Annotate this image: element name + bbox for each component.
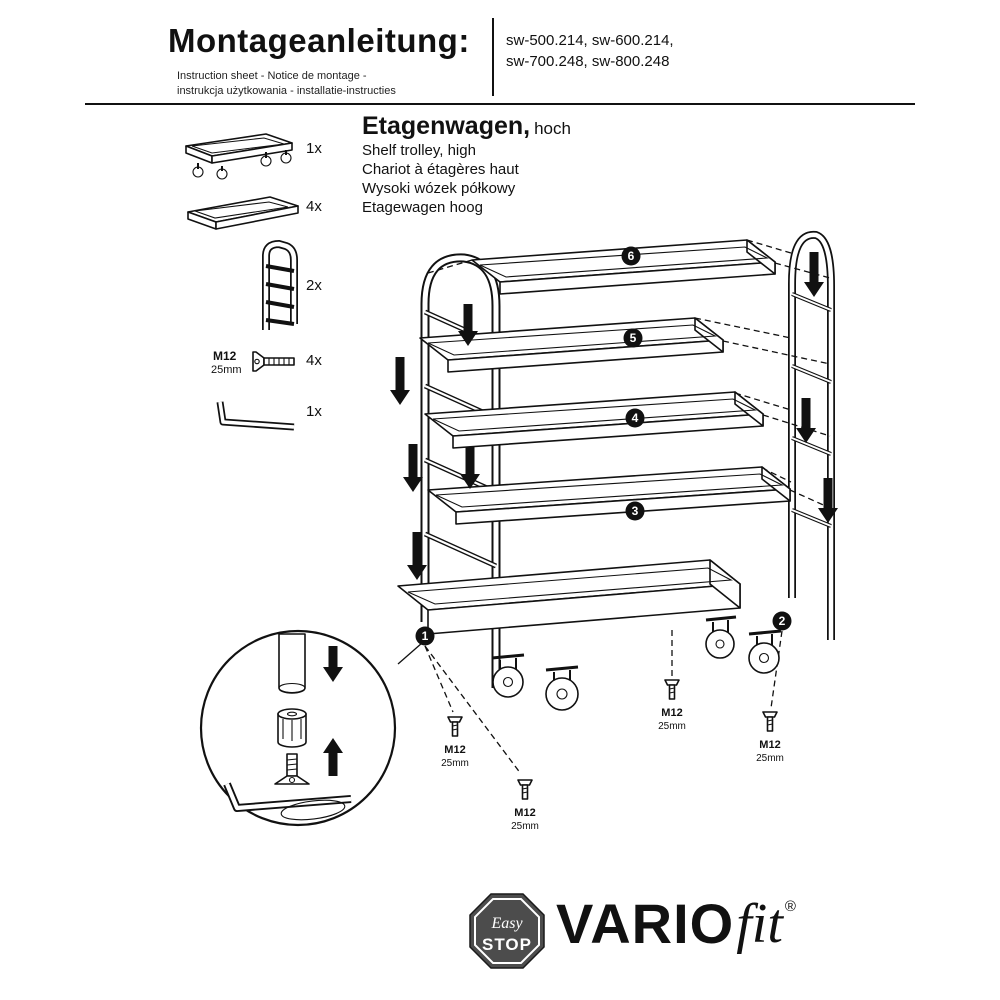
side-frame-icon — [262, 239, 298, 330]
part-qty-base-trolley: 1x — [306, 140, 322, 157]
variofit-italic: fit — [736, 893, 783, 955]
insertion-guides — [424, 239, 831, 775]
bolt-callout-2: M12 25mm — [511, 779, 539, 832]
easystop-stop-text: STOP — [482, 935, 532, 954]
part-qty-side-frame: 2x — [306, 277, 322, 294]
header-rule — [85, 103, 915, 105]
caster-rear-left — [491, 653, 525, 698]
callout-6: 6 — [621, 246, 641, 266]
easystop-easy-text: Easy — [490, 915, 523, 932]
header-divider — [492, 18, 494, 96]
detail-ring — [280, 799, 346, 821]
detail-screw — [274, 753, 310, 785]
bolt-callout-3: M12 25mm — [658, 679, 686, 732]
callout-4: 4 — [625, 408, 645, 428]
part-qty-bolt: 4x — [306, 352, 322, 369]
right-side-frame — [788, 230, 835, 640]
callout-3-number: 3 — [632, 504, 639, 518]
variofit-registered-mark: ® — [784, 898, 796, 915]
allen-key-icon — [216, 401, 295, 431]
variofit-bold: VARIO — [556, 892, 735, 955]
callout-2-number: 2 — [779, 614, 786, 628]
mini-caster — [192, 150, 292, 180]
easystop-octagon-inner — [474, 898, 540, 964]
tray-4 — [424, 391, 764, 449]
variofit-logo: VARIO fit ® — [556, 892, 796, 955]
left-side-frame — [420, 253, 501, 688]
callout-2: 2 — [772, 611, 792, 631]
product-name-pl: Wysoki wózek półkowy — [362, 180, 516, 197]
callout-5: 5 — [623, 328, 643, 348]
model-numbers-line1: sw-500.214, sw-600.214, — [506, 32, 674, 49]
bolt-label-size-1: 25mm — [441, 758, 469, 769]
doc-subtitle-line1: Instruction sheet - Notice de montage - — [177, 70, 367, 82]
callout-4-number: 4 — [632, 411, 639, 425]
base-trolley-icon — [185, 133, 293, 180]
product-title-suffix: hoch — [534, 119, 571, 138]
tray-icon — [187, 196, 299, 230]
callout-5-number: 5 — [630, 331, 637, 345]
callout-6-number: 6 — [628, 249, 635, 263]
bolt-callout-1: M12 25mm — [441, 716, 469, 769]
part-label-25mm: 25mm — [211, 364, 242, 376]
tray-3 — [427, 466, 791, 525]
detail-arrow-down — [323, 646, 343, 682]
callout-3: 3 — [625, 501, 645, 521]
easystop-octagon — [469, 893, 545, 969]
easystop-logo: Easy STOP — [469, 893, 545, 969]
bolt-icon — [252, 351, 295, 372]
callout-1-number: 1 — [422, 629, 429, 643]
doc-subtitle-line2: instrukcja użytkowania - installatie-ins… — [177, 85, 396, 97]
bolt-label-size-2: 25mm — [511, 821, 539, 832]
bolt-label-m12-4: M12 — [759, 739, 780, 751]
product-name-nl: Etagewagen hoog — [362, 199, 483, 216]
model-numbers-line2: sw-700.248, sw-800.248 — [506, 53, 670, 70]
product-name-en: Shelf trolley, high — [362, 142, 476, 159]
detail-leader-line — [397, 642, 423, 665]
caster-front-right — [748, 629, 782, 674]
detail-arrow-up — [323, 738, 343, 776]
callout-1: 1 — [415, 626, 435, 646]
bolt-label-size-3: 25mm — [658, 721, 686, 732]
part-label-m12: M12 — [213, 349, 237, 363]
detail-allen-key — [223, 782, 352, 821]
doc-title: Montageanleitung: — [168, 22, 470, 59]
insert-arrows — [390, 252, 838, 580]
bolt-label-m12-1: M12 — [444, 744, 465, 756]
detail-bushing — [277, 708, 307, 748]
model-numbers: sw-500.214, sw-600.214, sw-700.248, sw-8… — [506, 30, 674, 72]
bolt-callout-4: M12 25mm — [756, 711, 784, 764]
detail-view — [199, 629, 397, 827]
bolt-label-m12-3: M12 — [661, 707, 682, 719]
detail-frame-tube — [278, 633, 306, 694]
product-title-block: Etagenwagen, hoch Shelf trolley, high Ch… — [362, 112, 571, 217]
tray-6 — [471, 239, 776, 295]
assembly-diagram: M12 25mm M12 25mm M12 25mm M12 25mm — [390, 230, 838, 832]
part-qty-allen-key: 1x — [306, 403, 322, 420]
caster-front-left — [545, 665, 579, 711]
bolt-label-size-4: 25mm — [756, 753, 784, 764]
product-title: Etagenwagen, — [362, 112, 531, 140]
part-qty-tray: 4x — [306, 198, 322, 215]
base-platform — [397, 559, 741, 635]
ladder-rungs — [265, 264, 295, 326]
product-name-fr: Chariot à étagères haut — [362, 161, 519, 178]
caster-rear-right — [705, 615, 737, 659]
bolt-label-m12-2: M12 — [514, 807, 535, 819]
